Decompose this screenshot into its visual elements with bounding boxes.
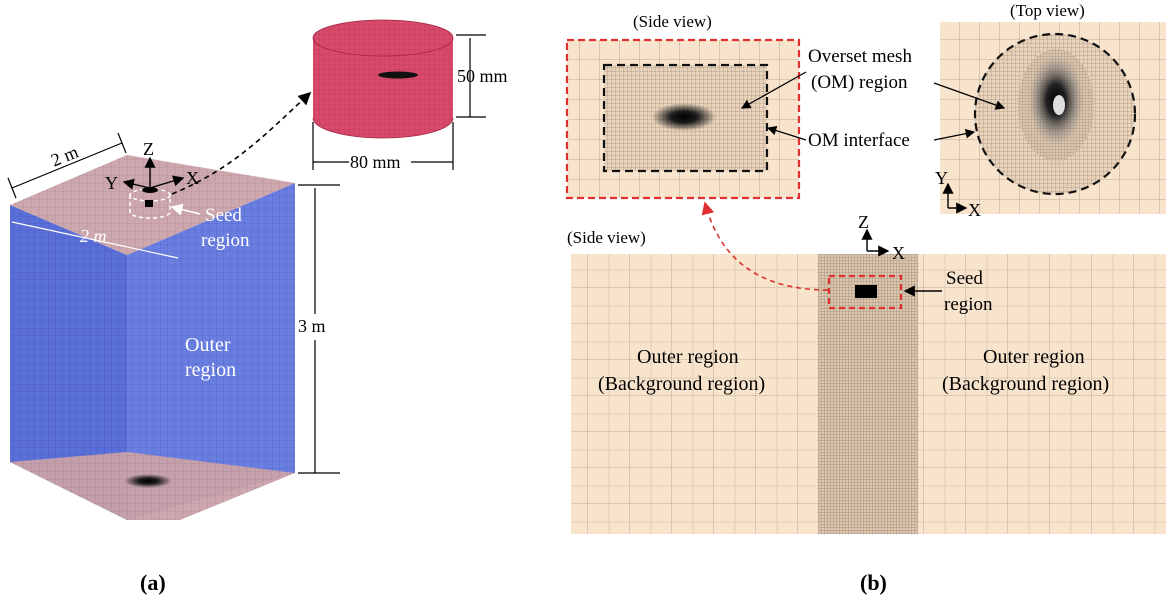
- outer-left-label-1: Outer region: [637, 346, 739, 368]
- dim-3m-label: 3 m: [298, 316, 326, 336]
- side-view-bottom-label: (Side view): [567, 228, 646, 247]
- om-interface-top: [973, 32, 1137, 196]
- seed-label-1: Seed: [205, 205, 242, 226]
- dim-2m-top-line: [11, 142, 123, 189]
- axis-x-label: X: [186, 168, 199, 188]
- refinement-column: [818, 254, 918, 534]
- side-axis-z-label: Z: [858, 212, 869, 232]
- om-region-label-1: Overset mesh: [808, 46, 912, 67]
- axis-y-line: [122, 178, 151, 190]
- seed-block-side: [855, 285, 877, 298]
- dim-2m-top-tick-r: [117, 132, 127, 154]
- panel-a: Z Y X Seed region Outer region 2 m 2 m 3…: [7, 19, 508, 595]
- om-interface-label: OM interface: [808, 130, 910, 151]
- om-region-arrow-side: [740, 71, 807, 109]
- outer-label-1: Outer: [185, 334, 231, 356]
- top-view-label: (Top view): [1010, 1, 1085, 20]
- dim-2m-mid-label: 2 m: [80, 226, 107, 246]
- box-left-face: [10, 205, 127, 520]
- dim-50mm-label: 50 mm: [457, 66, 508, 86]
- zoom-link-red: [701, 201, 829, 291]
- top-axis-x-label: X: [968, 200, 981, 220]
- axis-y-label: Y: [105, 173, 118, 193]
- outer-left-label-2: (Background region): [598, 373, 765, 395]
- om-region-arrow-top: [933, 82, 1006, 110]
- om-interface-side: [602, 63, 769, 173]
- seed-arrow: [170, 203, 201, 216]
- bottom-seed-blob: [124, 474, 172, 488]
- box-right-face: [127, 183, 295, 520]
- outer-right-label-2: (Background region): [942, 373, 1109, 395]
- caption-b: (b): [860, 570, 887, 595]
- seed-label-side-2: region: [944, 294, 993, 315]
- side-axis-x-label: X: [892, 243, 905, 263]
- cylinder: [312, 19, 454, 139]
- dim-80mm-label: 80 mm: [350, 152, 401, 172]
- side-inset-border: [565, 38, 801, 200]
- seed-block: [145, 200, 153, 207]
- dim-2m-top-label: 2 m: [48, 142, 81, 171]
- seed-hole-top: [1053, 95, 1065, 115]
- om-region-label-2: (OM) region: [811, 72, 908, 93]
- seed-top-cap: [142, 187, 158, 193]
- axis-x-line: [149, 175, 185, 189]
- outer-label-2: region: [185, 359, 236, 381]
- caption-a: (a): [140, 570, 166, 595]
- om-interface-arrow-top: [933, 128, 976, 141]
- side-view-top-label: (Side view): [633, 12, 712, 31]
- dim-80mm-bg: [349, 150, 411, 172]
- seed-label-side-1: Seed: [946, 268, 983, 289]
- dim-2m-mid-line: [11, 221, 179, 259]
- axis-z-label: Z: [143, 139, 154, 159]
- top-axis-y-label: Y: [935, 168, 948, 188]
- dim-2m-top-tick-l: [7, 177, 17, 199]
- seed-blob-side: [652, 103, 716, 131]
- om-interface-arrow-side: [766, 125, 807, 141]
- seed-label-2: region: [201, 230, 250, 251]
- seed-highlight: [827, 274, 903, 310]
- dim-3m-bg: [304, 314, 326, 340]
- seed-region-outline-body: [129, 195, 171, 219]
- panel-b: (Side view) Overset mesh (OM) region OM …: [565, 1, 1166, 595]
- outer-right-label-1: Outer region: [983, 346, 1085, 368]
- zoom-link: [171, 91, 312, 195]
